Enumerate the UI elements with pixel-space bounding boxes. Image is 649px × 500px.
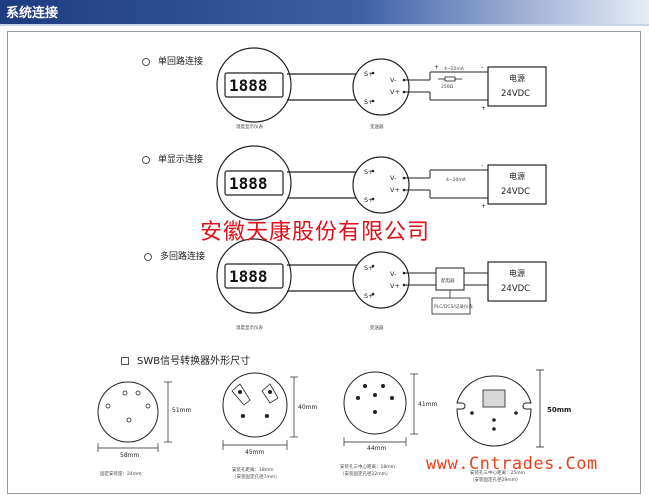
resistor-value: 250Ω — [441, 84, 454, 90]
housing-outline — [343, 371, 407, 435]
section-label-multi-loop: 多回路连接 — [144, 249, 205, 262]
dim-note: （安装固定孔径29mm） — [470, 478, 521, 483]
svg-text:-: - — [481, 162, 483, 169]
dimension-drawing-3 — [343, 371, 418, 446]
svg-text:+: + — [481, 105, 486, 112]
housing-outline — [97, 381, 159, 443]
dim-note: 固定安装座：24mm — [100, 472, 142, 477]
terminal-label: S+ — [364, 70, 374, 78]
bullet-icon — [142, 155, 150, 164]
current-range: 4~20mA — [444, 66, 465, 72]
psu-name: 电源 — [509, 171, 525, 181]
dim-height-label: 41mm — [418, 401, 438, 408]
power-supply — [487, 261, 547, 302]
terminal-label: V- — [390, 174, 397, 182]
terminal-label: S+ — [364, 168, 374, 176]
section-label-single-loop: 单回路连接 — [142, 54, 203, 67]
display-window — [224, 263, 284, 289]
display-digits: 1888 — [229, 76, 268, 95]
svg-text:+: + — [434, 64, 439, 71]
psu-voltage: 24VDC — [501, 284, 530, 294]
terminal-label: S+ — [364, 264, 374, 272]
dim-width-label: 44mm — [367, 445, 387, 452]
housing-outline — [456, 375, 532, 447]
display-digits: 1888 — [229, 174, 268, 193]
site-url-watermark: www.Cntrades.Com — [426, 454, 598, 474]
dim-note: （安装固定孔径7mm） — [232, 475, 280, 480]
distributor-label: 配电器 — [441, 277, 455, 284]
dim-height-label: 40mm — [298, 404, 318, 411]
terminal-label: V+ — [390, 88, 400, 96]
display-window — [224, 170, 284, 196]
section-label-single-display: 单显示连接 — [142, 152, 203, 165]
resistor-icon — [444, 76, 456, 82]
dimension-drawing-4 — [456, 369, 544, 448]
terminal-label: S+ — [364, 196, 374, 204]
psu-voltage: 24VDC — [501, 187, 530, 197]
terminal-block — [482, 389, 506, 408]
power-supply — [487, 164, 547, 205]
bullet-icon — [142, 57, 150, 66]
dim-note: 安装孔三中心距离：18mm — [340, 465, 395, 470]
wiring-diagram-multi-loop: 1888 温度显示仪表 S+ S+ V- V+ 变送器 配电器 PLC/DCS/… — [216, 238, 547, 331]
wiring-diagram-single-display: 1888 S+ S+ V- V+ 4~20mA - + 电源 24VDC — [216, 145, 547, 221]
housing-outline — [222, 372, 288, 438]
bullet-icon — [144, 252, 152, 261]
dim-width-label: 58mm — [120, 452, 140, 459]
header-title: 系统连接 — [6, 6, 59, 21]
psu-voltage: 24VDC — [501, 89, 530, 99]
terminal-label: V+ — [390, 282, 400, 290]
terminal-label: V- — [390, 76, 397, 84]
section-header: 系统连接 — [0, 0, 649, 28]
terminal-label: V+ — [390, 186, 400, 194]
terminal-label: S+ — [364, 292, 374, 300]
psu-name: 电源 — [509, 268, 525, 278]
psu-name: 电源 — [509, 73, 525, 83]
dim-note: 安装孔三中心距离：25mm — [470, 471, 525, 476]
display-caption: 温度显示仪表 — [236, 324, 263, 331]
power-supply — [487, 66, 547, 107]
terminal-label: V- — [390, 270, 397, 278]
company-watermark: 安徽天康股份有限公司 — [200, 220, 431, 245]
display-window — [224, 72, 284, 98]
display-caption: 温度显示仪表 — [236, 123, 263, 130]
dim-note: 安装孔距离：18mm — [232, 468, 274, 473]
dimensions-title: SWB信号转换器外形尺寸 — [121, 352, 250, 367]
transmitter-module — [352, 156, 410, 214]
svg-text:-: - — [481, 64, 483, 71]
terminal-label: S+ — [364, 98, 374, 106]
plc-label: PLC/DCS/记录仪表 — [434, 303, 473, 310]
dimension-drawing-1 — [97, 381, 172, 452]
display-digits: 1888 — [229, 267, 268, 286]
dim-note: （安装固定孔径22mm） — [340, 472, 391, 477]
header-banner — [0, 0, 649, 26]
transmitter-module — [352, 58, 410, 116]
current-range: 4~20mA — [446, 177, 467, 183]
wiring-diagram-single-loop: 1888 温度显示仪表 S+ S+ V- V+ 变送器 250Ω 4~20mA … — [216, 47, 547, 130]
content-frame — [7, 31, 641, 494]
transmitter-module — [352, 251, 410, 309]
plc-box — [431, 297, 471, 315]
module-caption: 变送器 — [370, 123, 384, 130]
dim-height-label: 50mm — [547, 406, 572, 414]
checkbox-icon — [121, 357, 129, 365]
dim-width-label: 45mm — [245, 449, 265, 456]
dim-height-label: 51mm — [172, 407, 192, 414]
dimension-drawing-2 — [222, 372, 298, 450]
module-caption: 变送器 — [370, 324, 384, 331]
svg-text:+: + — [481, 203, 486, 210]
